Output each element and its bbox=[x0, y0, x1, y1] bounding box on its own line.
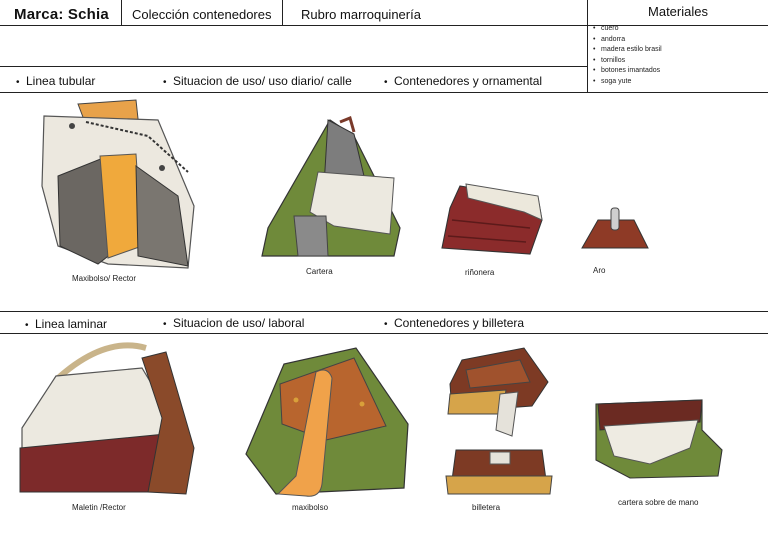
maxibolso-sketch bbox=[245, 347, 409, 497]
caption-cartera: Cartera bbox=[306, 267, 333, 276]
caption-maxibolso-rector: Maxibolso/ Rector bbox=[72, 274, 137, 283]
caption-cartera-sobre-de-mano: cartera sobre de mano bbox=[618, 498, 699, 507]
caption-maxibolso: maxibolso bbox=[292, 503, 329, 512]
billetera-open-sketch bbox=[447, 347, 549, 437]
material-item: tornillos bbox=[592, 56, 764, 67]
rubro-title: Rubro marroquinería bbox=[301, 7, 421, 22]
material-item: botones imantados bbox=[592, 66, 764, 77]
material-item: cuero bbox=[592, 24, 764, 35]
caption-rinonera: riñonera bbox=[465, 268, 495, 277]
row1-bottom-line bbox=[0, 92, 768, 93]
row2-bullet-type: •Contenedores y billetera bbox=[384, 316, 525, 330]
cartera-sobre-de-mano-sketch bbox=[595, 399, 723, 479]
caption-aro: Aro bbox=[593, 266, 606, 275]
caption-billetera: billetera bbox=[472, 503, 501, 512]
row1-bullet-line: •Linea tubular bbox=[16, 74, 96, 88]
row2-bottom-line bbox=[0, 333, 768, 334]
collection-title: Colección contenedores bbox=[132, 7, 272, 22]
header-divider-1 bbox=[121, 0, 122, 25]
materials-list: cuero andorra madera estilo brasil torni… bbox=[592, 24, 764, 88]
material-item: andorra bbox=[592, 35, 764, 46]
header-divider-2 bbox=[282, 0, 283, 25]
caption-maletin-rector: Maletin /Rector bbox=[72, 503, 126, 512]
row2-top-line bbox=[0, 311, 768, 312]
billetera-closed-sketch bbox=[445, 449, 553, 495]
brand-title: Marca: Schia bbox=[14, 6, 109, 23]
material-item: soga yute bbox=[592, 77, 764, 88]
row1-top-line bbox=[0, 66, 587, 67]
material-item: madera estilo brasil bbox=[592, 45, 764, 56]
maxibolso-rector-sketch bbox=[41, 99, 195, 269]
row2-bullet-line: •Linea laminar bbox=[25, 317, 108, 331]
cartera-sketch bbox=[261, 116, 401, 257]
row1-bullet-use: •Situacion de uso/ uso diario/ calle bbox=[163, 74, 352, 88]
materials-title: Materiales bbox=[648, 4, 708, 19]
maletin-rector-sketch bbox=[19, 342, 195, 495]
header-bottom-line bbox=[0, 25, 768, 26]
row1-bullet-type: •Contenedores y ornamental bbox=[384, 74, 543, 88]
rinonera-sketch bbox=[441, 183, 543, 255]
row2-bullet-use: •Situacion de uso/ laboral bbox=[163, 316, 305, 330]
aro-sketch bbox=[581, 207, 649, 249]
header-divider-3 bbox=[587, 0, 588, 93]
